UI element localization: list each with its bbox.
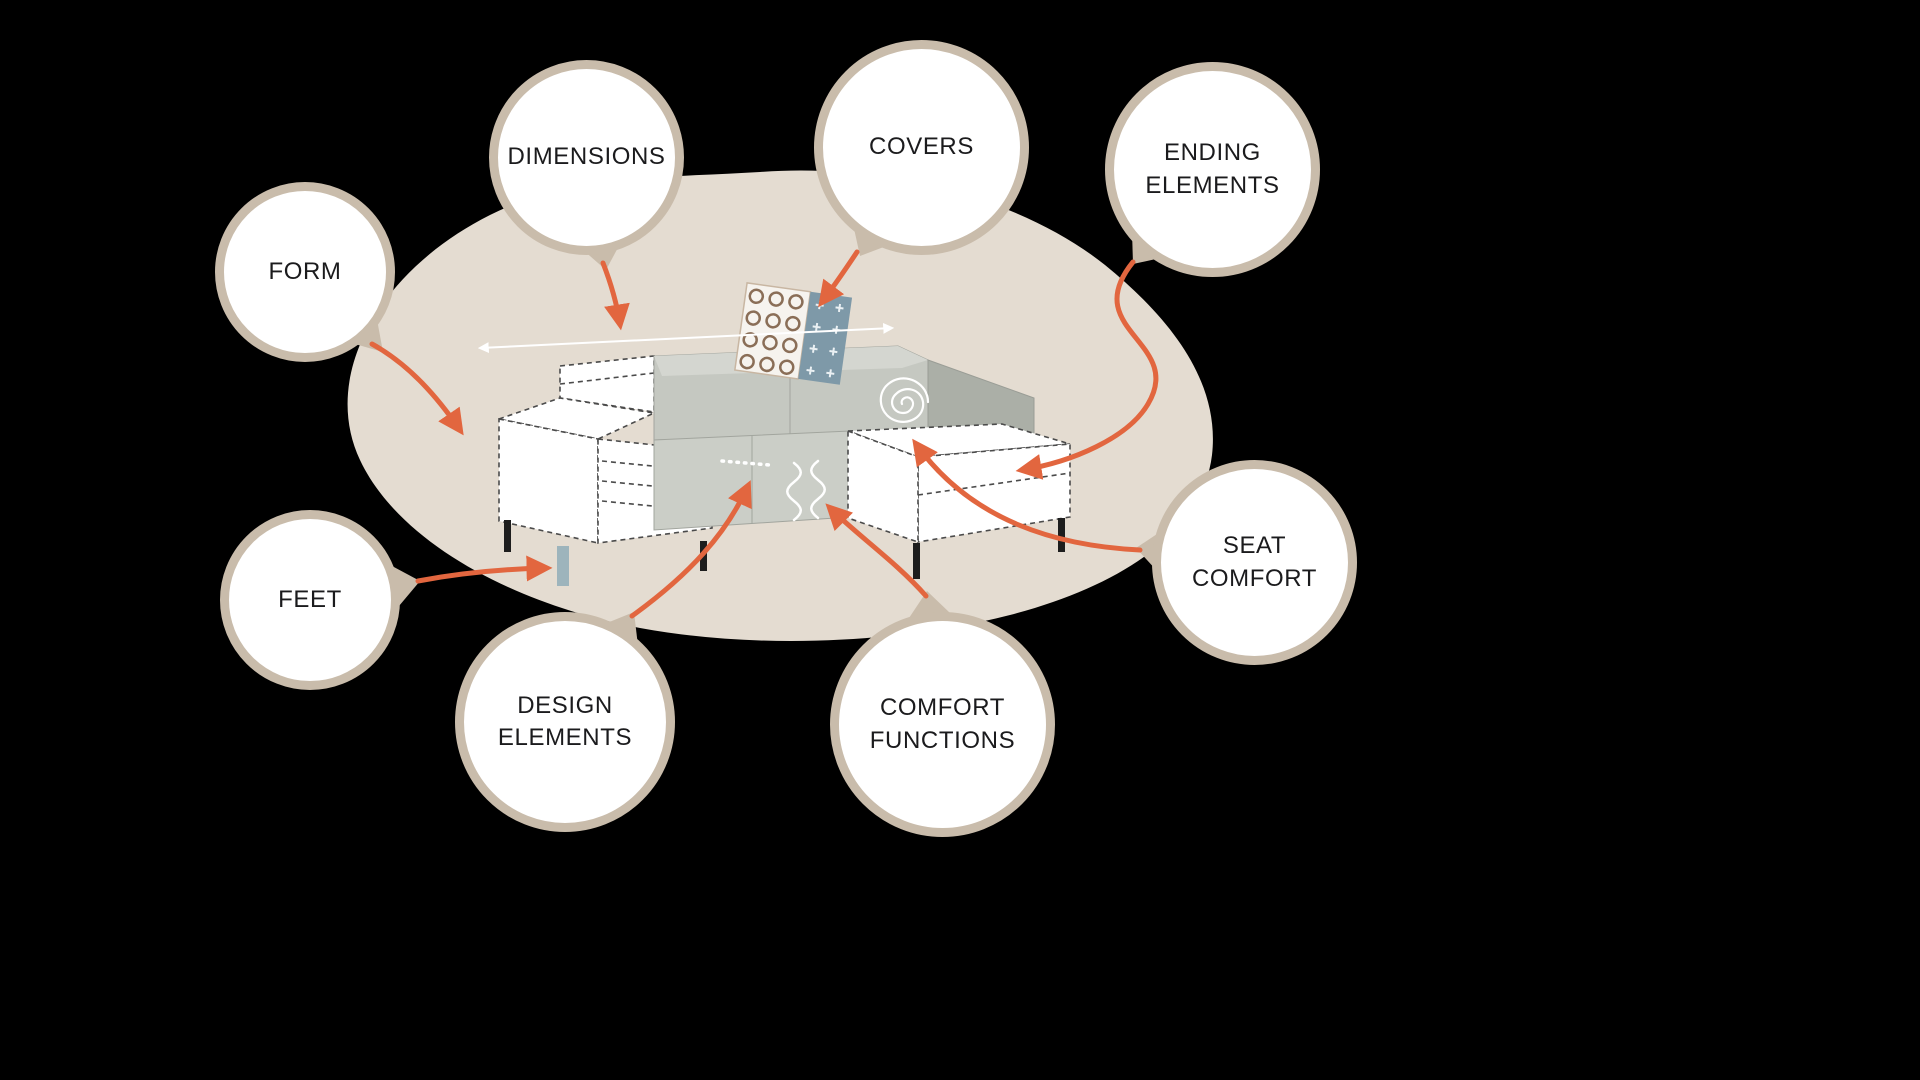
node-form-label: FORM (268, 257, 342, 285)
node-comfort-functions-label: COMFORT FUNCTIONS (869, 694, 1016, 754)
stitch-dotted-line (720, 459, 772, 467)
dimensions-arrow (600, 260, 630, 331)
node-ending-elements: ENDING ELEMENTS (1105, 62, 1320, 277)
comfort-functions-bubble-tail (909, 591, 950, 618)
node-covers-label: COVERS (869, 133, 974, 161)
width-dimension-arrow (477, 322, 895, 354)
node-design-elements: DESIGN ELEMENTS (455, 612, 675, 832)
node-comfort-functions: COMFORT FUNCTIONS (830, 612, 1055, 837)
covers-arrow (818, 249, 860, 308)
highlighted-foot (557, 546, 569, 586)
node-dimensions-label: DIMENSIONS (507, 143, 666, 171)
node-form: FORM (215, 182, 395, 362)
node-feet-label: FEET (278, 585, 342, 613)
form-arrow (369, 341, 464, 436)
ending-elements-arrow (1015, 259, 1159, 480)
node-dimensions: DIMENSIONS (489, 60, 684, 255)
feet-arrow (415, 555, 553, 584)
node-covers: COVERS (814, 40, 1029, 255)
seat-comfort-spiral-icon (879, 377, 930, 423)
bubble-tails (348, 224, 1165, 646)
node-ending-elements-label: ENDING ELEMENTS (1145, 139, 1280, 199)
sofa-gray-section (653, 345, 1035, 531)
seat-comfort-arrow (912, 438, 1143, 553)
node-seat-comfort-label: SEAT COMFORT (1191, 532, 1318, 592)
sofa-annotations (477, 322, 930, 522)
comfort-functions-arrow (825, 503, 929, 599)
node-seat-comfort: SEAT COMFORT (1152, 460, 1357, 665)
design-elements-arrow (629, 480, 752, 619)
comfort-springs-icon (786, 459, 826, 522)
node-design-elements-label: DESIGN ELEMENTS (497, 691, 633, 751)
node-feet: FEET (220, 510, 400, 690)
